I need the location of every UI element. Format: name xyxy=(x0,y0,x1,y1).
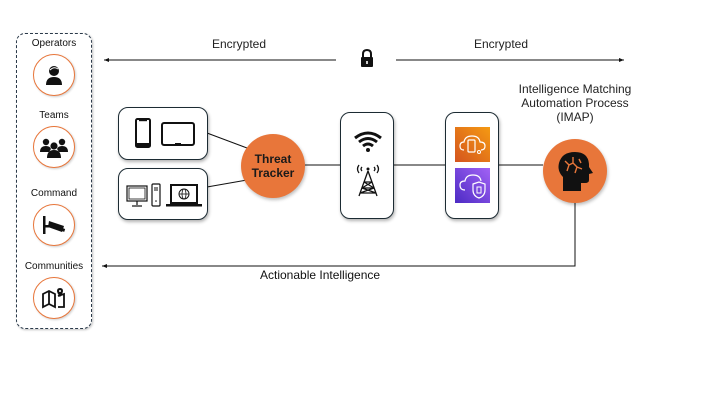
pc-tower-icon xyxy=(151,183,161,207)
wifi-icon xyxy=(354,131,382,152)
imap-title-line3: (IMAP) xyxy=(556,110,594,124)
threat-tracker-label-line2: Tracker xyxy=(251,166,295,180)
teams-node xyxy=(33,126,75,168)
command-node xyxy=(33,204,75,246)
stakeholder-panel xyxy=(16,33,92,329)
desktop-monitor-icon xyxy=(126,185,148,207)
sidebar-label-command: Command xyxy=(30,188,78,199)
encrypted-label-left: Encrypted xyxy=(212,37,267,51)
actionable-intelligence-arrow xyxy=(102,203,576,268)
cloud-device-service xyxy=(455,127,490,162)
network-box xyxy=(340,112,394,219)
lock-icon xyxy=(361,48,373,67)
encrypted-label-right: Encrypted xyxy=(474,37,529,51)
laptop-globe-icon xyxy=(166,184,202,207)
sidebar-label-teams: Teams xyxy=(39,110,69,121)
smartphone-icon xyxy=(135,118,151,148)
mobile-devices-box xyxy=(118,107,208,160)
imap-node xyxy=(543,139,607,203)
threat-tracker-label-line1: Threat xyxy=(254,152,292,166)
map-pin-icon xyxy=(42,288,65,309)
threat-tracker-node: Threat Tracker xyxy=(241,134,305,198)
operator-icon xyxy=(46,66,62,85)
brain-head-icon xyxy=(558,152,593,191)
sidebar-label-communities: Communities xyxy=(24,261,84,272)
imap-title-line2: Automation Process xyxy=(521,96,629,110)
operators-node xyxy=(33,54,75,96)
cloud-services-box xyxy=(445,112,499,219)
imap-title-line1: Intelligence Matching xyxy=(518,82,632,96)
sidebar-label-operators: Operators xyxy=(31,38,77,49)
team-icon xyxy=(40,138,68,158)
surveillance-camera-icon xyxy=(43,216,66,234)
imap-title: Intelligence Matching Automation Process… xyxy=(500,82,650,124)
cell-tower-icon xyxy=(356,164,380,197)
desktop-devices-box xyxy=(118,168,208,220)
tablet-icon xyxy=(161,122,195,146)
communities-node xyxy=(33,277,75,319)
actionable-intelligence-label: Actionable Intelligence xyxy=(260,268,381,282)
cloud-shield-service xyxy=(455,168,490,203)
desktop-to-tracker-line xyxy=(206,179,248,188)
mobile-to-tracker-line xyxy=(206,132,248,149)
cloud-shield-icon xyxy=(459,174,486,199)
cloud-device-icon xyxy=(459,135,486,154)
